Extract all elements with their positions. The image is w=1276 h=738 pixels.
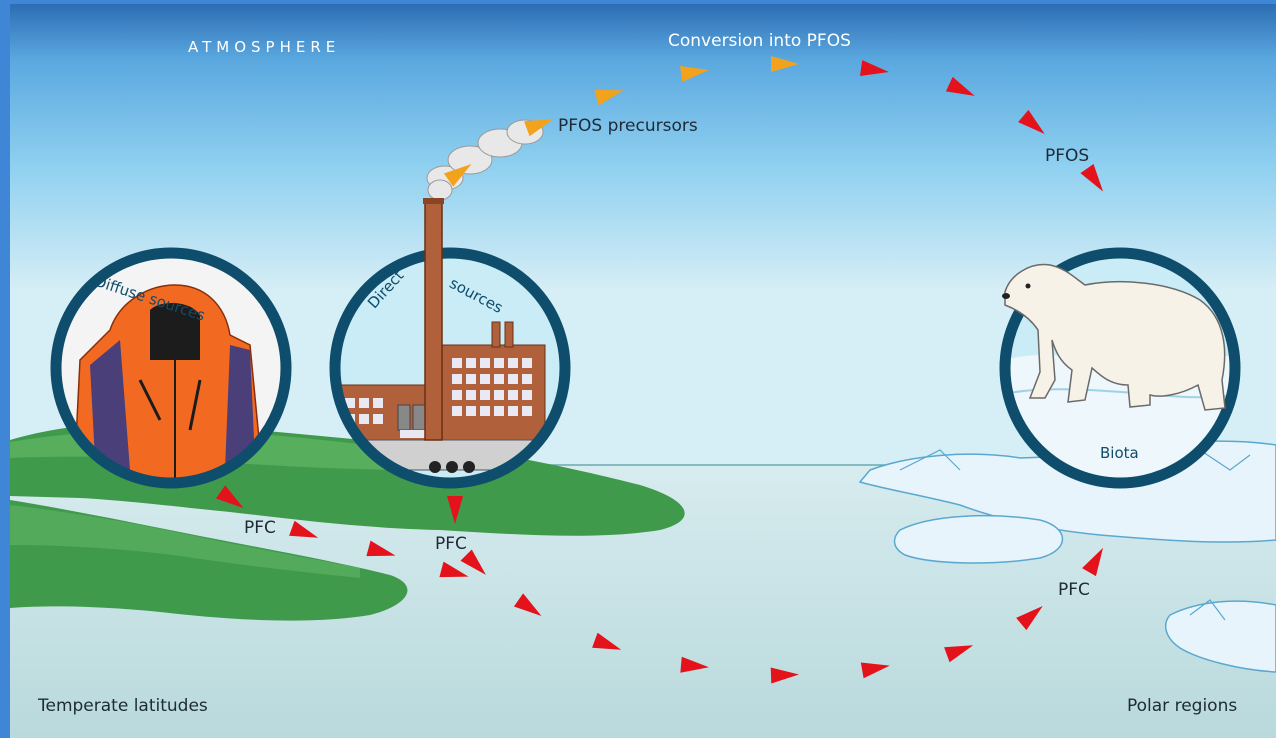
flow-arrow-icon bbox=[366, 540, 396, 557]
flow-arrow-icon bbox=[944, 645, 974, 663]
flow-arrow-icon bbox=[447, 496, 463, 524]
conversion-label: Conversion into PFOS bbox=[668, 31, 851, 51]
temperate-latitudes-label: Temperate latitudes bbox=[38, 696, 208, 716]
flow-arrow-icon bbox=[439, 561, 469, 578]
flow-arrow-icon bbox=[1018, 109, 1045, 134]
pfc-label-center: PFC bbox=[435, 534, 467, 554]
flow-arrow-icon bbox=[513, 593, 542, 617]
flow-arrow-icon bbox=[460, 549, 486, 575]
arrow-layer bbox=[215, 56, 1104, 684]
pfc-label-right: PFC bbox=[1058, 580, 1090, 600]
flow-arrow-icon bbox=[771, 56, 799, 72]
flow-arrow-icon bbox=[945, 76, 975, 96]
polar-regions-label: Polar regions bbox=[1127, 696, 1238, 716]
flow-arrow-icon bbox=[215, 485, 244, 509]
flow-arrow-icon bbox=[594, 89, 624, 106]
flow-arrow-icon bbox=[770, 667, 799, 684]
ice-floe-small bbox=[893, 514, 1064, 564]
flow-arrow-icon bbox=[443, 163, 472, 187]
pfc-label-left: PFC bbox=[244, 518, 276, 538]
pfos-label: PFOS bbox=[1045, 146, 1090, 166]
flow-arrow-icon bbox=[680, 66, 709, 82]
flow-arrow-icon bbox=[592, 632, 622, 650]
flow-arrow-icon bbox=[289, 520, 319, 538]
flow-arrow-icon bbox=[1016, 606, 1043, 631]
flow-arrow-icon bbox=[860, 662, 890, 679]
ice-floe-right bbox=[1164, 600, 1276, 673]
land-mass-lower bbox=[10, 500, 408, 621]
factory-icon bbox=[335, 321, 556, 473]
diffuse-sources-circle bbox=[50, 247, 292, 489]
biota-label: Biota bbox=[1100, 444, 1139, 462]
pfos-precursors-label: PFOS precursors bbox=[558, 116, 698, 136]
flow-arrow-icon bbox=[860, 60, 889, 76]
polar-bear-icon bbox=[1002, 263, 1226, 411]
chimney-icon bbox=[424, 199, 443, 441]
flow-arrow-icon bbox=[524, 119, 554, 137]
atmosphere-label: ATMOSPHERE bbox=[188, 38, 341, 56]
direct-sources-circle bbox=[329, 247, 571, 489]
flow-arrow-icon bbox=[1080, 163, 1104, 192]
flow-arrow-icon bbox=[680, 656, 709, 673]
flow-arrow-icon bbox=[1082, 547, 1103, 577]
